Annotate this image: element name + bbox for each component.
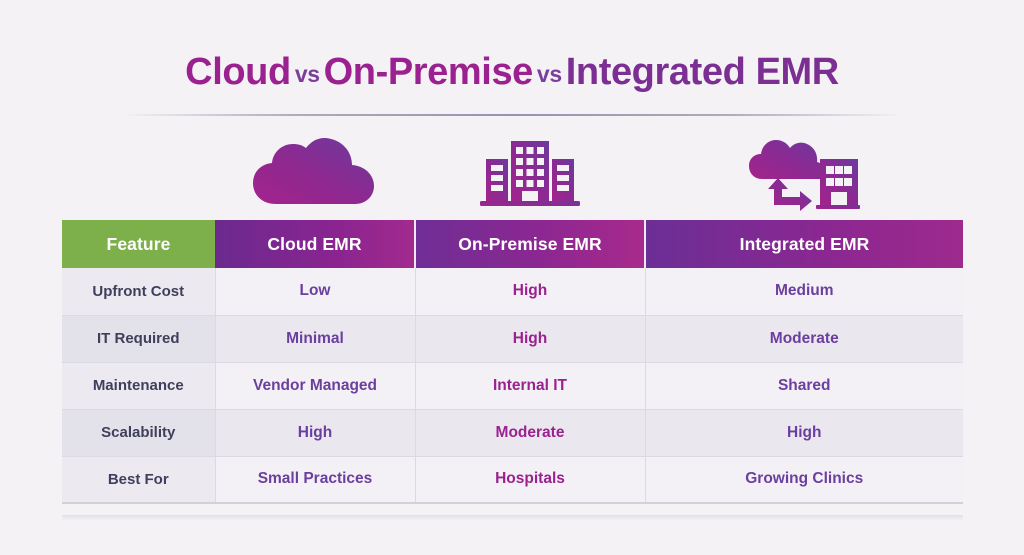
cell-feature: Upfront Cost <box>62 268 216 316</box>
table-row: Upfront Cost Low High Medium <box>62 268 963 316</box>
cloud-icon <box>253 138 374 204</box>
integrated-icon-cell <box>645 132 963 214</box>
cell-cloud: Minimal <box>215 315 416 363</box>
cell-feature: Maintenance <box>62 362 216 410</box>
title-part-cloud: Cloud <box>185 51 291 93</box>
cell-cloud: Small Practices <box>215 456 416 504</box>
table-row: Best For Small Practices Hospitals Growi… <box>62 456 963 504</box>
title-vs-2: vs <box>536 61 562 87</box>
title-divider <box>122 114 902 116</box>
cloud-building-sync-icon <box>749 140 860 211</box>
cell-cloud: High <box>215 409 416 457</box>
cell-onpremise: High <box>415 268 646 316</box>
cell-onpremise: High <box>415 315 646 363</box>
cell-feature: IT Required <box>62 315 216 363</box>
title-part-integrated: Integrated EMR <box>565 51 839 93</box>
column-header-cloud: Cloud EMR <box>215 220 415 268</box>
table-row: IT Required Minimal High Moderate <box>62 315 963 363</box>
cell-integrated: High <box>645 409 963 457</box>
cell-integrated: Shared <box>645 362 963 410</box>
title-part-onpremise: On-Premise <box>323 51 534 93</box>
column-header-onpremise: On-Premise EMR <box>414 220 646 268</box>
column-header-feature: Feature <box>62 220 215 268</box>
comparison-table: Feature Cloud EMR On-Premise EMR Integra… <box>62 220 963 504</box>
cell-integrated: Moderate <box>645 315 963 363</box>
cell-integrated: Medium <box>645 268 963 316</box>
cell-cloud: Vendor Managed <box>215 362 416 410</box>
icons-row <box>215 132 965 214</box>
cell-feature: Best For <box>62 456 216 504</box>
table-bottom-shadow <box>62 515 963 521</box>
office-buildings-icon <box>480 141 580 206</box>
cell-cloud: Low <box>215 268 416 316</box>
table-header-row: Feature Cloud EMR On-Premise EMR Integra… <box>62 220 963 268</box>
cell-onpremise: Internal IT <box>415 362 646 410</box>
column-header-integrated: Integrated EMR <box>645 220 963 268</box>
table-row: Scalability High Moderate High <box>62 409 963 457</box>
cell-onpremise: Hospitals <box>415 456 646 504</box>
cell-feature: Scalability <box>62 409 216 457</box>
cell-onpremise: Moderate <box>415 409 646 457</box>
title-vs-1: vs <box>294 61 320 87</box>
cloud-icon-cell <box>215 132 415 214</box>
buildings-icon-cell <box>415 132 645 214</box>
table-row: Maintenance Vendor Managed Internal IT S… <box>62 362 963 410</box>
cell-integrated: Growing Clinics <box>645 456 963 504</box>
